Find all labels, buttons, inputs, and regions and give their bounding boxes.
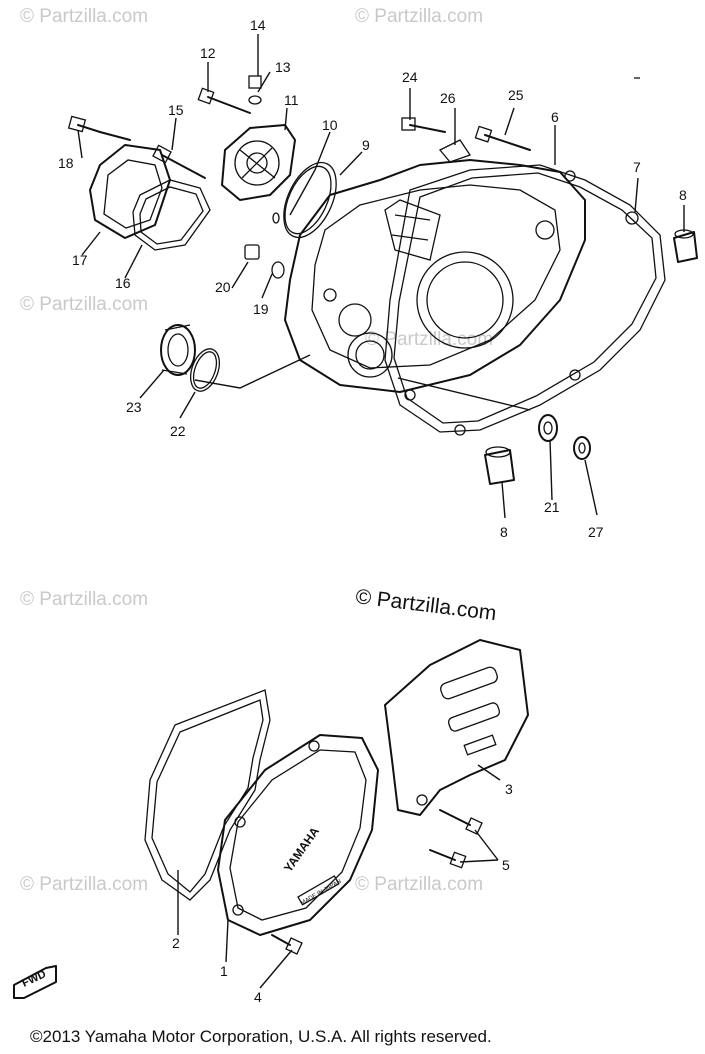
bolts-upper — [67, 75, 531, 279]
callout-14: 14 — [250, 17, 266, 33]
clutch-cover: YAMAHA MADE IN JAPAN — [217, 734, 379, 936]
watermark: © Partzilla.com — [20, 294, 148, 315]
callout-1: 1 — [220, 963, 228, 979]
callout-5: 5 — [502, 857, 510, 873]
callout-6: 6 — [551, 109, 559, 125]
copyright-footer: ©2013 Yamaha Motor Corporation, U.S.A. A… — [30, 1027, 492, 1046]
crankcase-cover — [284, 159, 586, 393]
callout-21: 21 — [544, 499, 560, 515]
fwd-label: FWD — [20, 968, 48, 989]
callout-9: 9 — [362, 137, 370, 153]
watermark: © Partzilla.com — [20, 6, 148, 27]
callout-18: 18 — [58, 155, 74, 171]
callout-15: 15 — [168, 102, 184, 118]
pump-cover-gasket — [132, 179, 211, 251]
callout-26: 26 — [440, 90, 456, 106]
dowels-and-washers — [484, 229, 698, 485]
callout-25: 25 — [508, 87, 524, 103]
watermark-layer: © Partzilla.com © Partzilla.com © Partzi… — [20, 6, 498, 895]
callout-11: 11 — [284, 92, 299, 108]
oil-seal — [160, 324, 196, 376]
callout-10: 10 — [322, 117, 338, 133]
callout-16: 16 — [115, 275, 131, 291]
callout-20: 20 — [215, 279, 231, 295]
callout-22: 22 — [170, 423, 186, 439]
watermark: © Partzilla.com — [355, 6, 483, 27]
callout-7: 7 — [633, 159, 641, 175]
callout-23: 23 — [126, 399, 142, 415]
callout-24: 24 — [402, 69, 418, 85]
callout-13: 13 — [275, 59, 291, 75]
leader-lines — [77, 34, 685, 989]
fwd-badge: FWD — [13, 965, 57, 999]
sprocket-cover — [384, 639, 529, 816]
clutch-cover-gasket — [144, 689, 271, 901]
o-rings — [190, 161, 337, 392]
watermark: © Partzilla.com — [20, 874, 148, 895]
callout-2: 2 — [172, 935, 180, 951]
water-pump-housing — [221, 124, 296, 201]
callout-12: 12 — [200, 45, 216, 61]
callout-8: 8 — [500, 524, 508, 540]
callout-labels: 14 13 12 11 15 18 10 9 24 26 25 6 7 8 17… — [58, 17, 687, 1005]
callout-8: 8 — [679, 187, 687, 203]
watermark: © Partzilla.com — [20, 589, 148, 610]
watermark-prominent: © Partzilla.com — [354, 585, 497, 625]
cover-brand-emboss: YAMAHA — [281, 824, 322, 875]
callout-19: 19 — [253, 301, 269, 317]
pump-cover — [89, 144, 171, 239]
watermark: © Partzilla.com — [365, 329, 493, 350]
callout-4: 4 — [254, 989, 262, 1005]
callout-3: 3 — [505, 781, 513, 797]
watermark: © Partzilla.com — [355, 874, 483, 895]
callout-17: 17 — [72, 252, 88, 268]
callout-27: 27 — [588, 524, 604, 540]
